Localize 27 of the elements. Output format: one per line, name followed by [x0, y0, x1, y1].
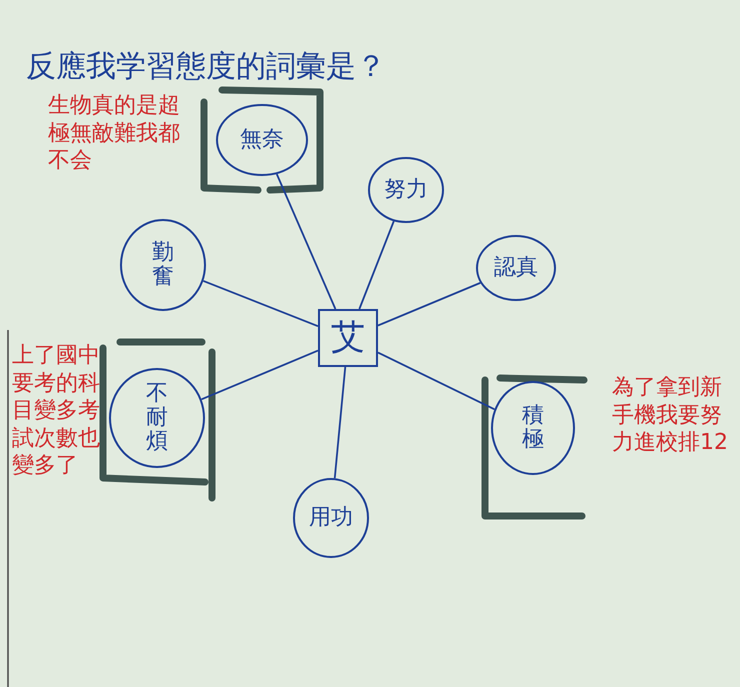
note-text: 生物真的是超極無敵難我都不会 [48, 92, 181, 174]
connector-line [378, 282, 481, 326]
note-text: 為了拿到新手機我要努力進校排12 [612, 374, 729, 456]
connector-line [201, 350, 318, 400]
word-bubble [109, 368, 205, 468]
word-bubble [368, 157, 444, 223]
connector-line [334, 366, 346, 478]
bubble-text: 不耐煩 [144, 382, 169, 454]
bubble-text: 勤奮 [150, 240, 175, 290]
center-box [318, 309, 378, 367]
bubble-text: 認真 [494, 256, 538, 280]
note-text: 上了國中要考的科目變多考試次數也變多了 [12, 342, 101, 480]
word-bubble [293, 478, 369, 558]
word-bubble [491, 381, 575, 475]
connector-line [276, 174, 336, 310]
bubble-text: 積極 [520, 404, 545, 452]
connector-line [203, 280, 318, 327]
word-bubble [216, 104, 308, 176]
word-bubble [120, 219, 206, 311]
bubble-text: 艾 [331, 319, 365, 357]
connector-line [378, 352, 495, 410]
connector-line [358, 220, 395, 310]
bubble-text: 努力 [384, 178, 428, 202]
title: 反應我学習態度的詞彙是？ [26, 48, 386, 86]
bubble-text: 無奈 [240, 128, 284, 152]
bubble-text: 用功 [309, 506, 353, 530]
word-bubble [476, 235, 556, 301]
